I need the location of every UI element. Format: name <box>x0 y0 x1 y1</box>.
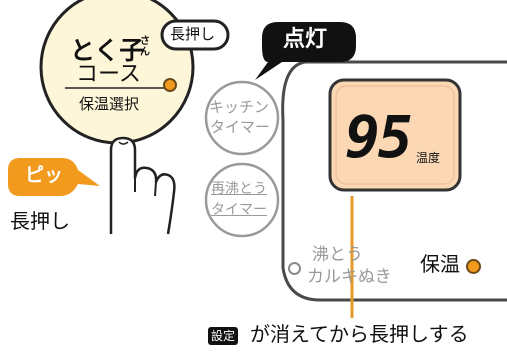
beep-label: ピッ <box>25 164 64 186</box>
instruction-badge: 設定 <box>208 327 239 345</box>
reboil-timer-button <box>204 162 280 238</box>
boil-lamp-icon <box>288 262 301 275</box>
instruction-text: が消えてから長押しする <box>250 322 469 346</box>
hand-icon <box>109 136 176 235</box>
kitchen-timer-label-1[interactable]: キッチン <box>209 98 270 116</box>
beep-burst <box>8 158 100 196</box>
reboil-timer-label-2[interactable]: タイマー <box>211 202 267 218</box>
course-lamp-icon <box>163 78 177 92</box>
course-label: コース <box>76 62 141 87</box>
keep-warm-label[interactable]: 保温 <box>420 252 460 276</box>
course-sub-label: 保温選択 <box>79 95 140 113</box>
keep-warm-lamp-icon <box>466 259 481 274</box>
display-temperature: 95 <box>345 103 413 171</box>
boil-label-1[interactable]: 沸とう <box>312 245 363 265</box>
reboil-timer-label-1[interactable]: 再沸とう <box>211 181 267 197</box>
display-window <box>328 78 462 192</box>
kitchen-timer-button <box>204 80 280 156</box>
boil-label-2[interactable]: カルキぬき <box>307 267 392 287</box>
long-press-caption: 長押し <box>10 209 70 233</box>
long-press-tag <box>160 19 230 51</box>
kitchen-timer-label-2[interactable]: タイマー <box>210 118 271 136</box>
lamp-callout-label: 点灯 <box>283 27 328 52</box>
course-brand: とく子 <box>70 36 145 65</box>
course-brand-suffix: さん <box>140 36 150 58</box>
lamp-callout-bubble <box>255 22 356 80</box>
long-press-tag-label: 長押し <box>170 25 216 43</box>
display-unit: 温度 <box>416 151 441 165</box>
